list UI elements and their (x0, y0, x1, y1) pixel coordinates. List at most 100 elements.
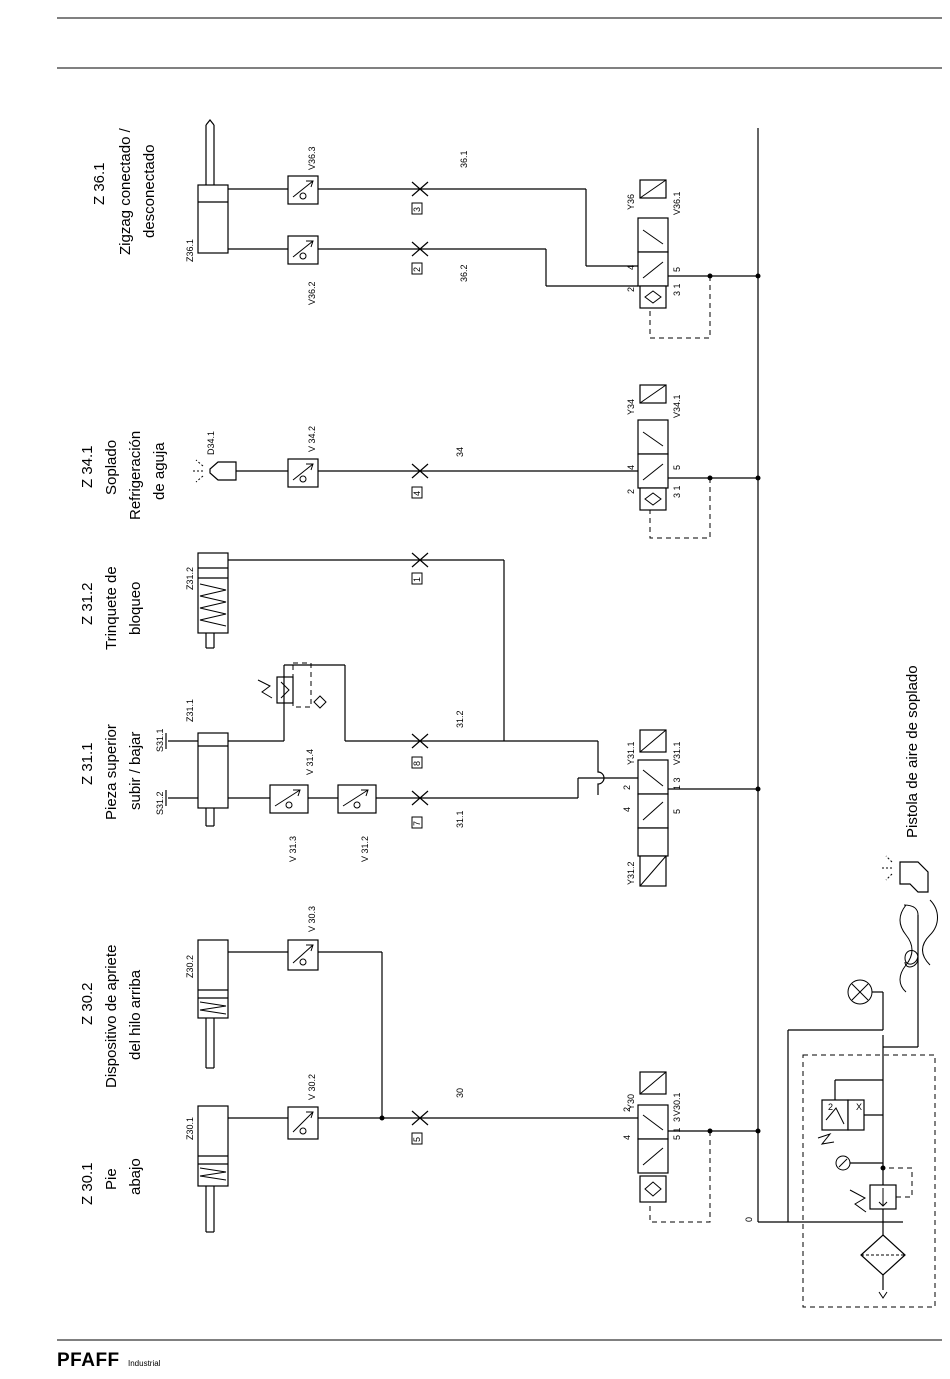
svg-text:31.2: 31.2 (455, 710, 465, 728)
svg-text:V 31.3: V 31.3 (288, 836, 298, 862)
pressure-valve-v314: V 31.4 (257, 662, 327, 775)
svg-text:Industrial: Industrial (128, 1359, 161, 1368)
svg-text:Pistola de aire de soplado: Pistola de aire de soplado (904, 665, 921, 838)
svg-text:Soplado: Soplado (103, 440, 120, 495)
svg-text:5: 5 (672, 809, 682, 814)
svg-text:4: 4 (412, 491, 422, 496)
svg-text:X: X (856, 1102, 862, 1112)
svg-text:Y30: Y30 (626, 1094, 636, 1110)
svg-text:30: 30 (455, 1088, 465, 1098)
solenoid-valve-v361: Y36 V36.1 4 2 5 3 1 (626, 179, 682, 309)
svg-text:Z 31.2: Z 31.2 (79, 582, 96, 625)
svg-text:3 1: 3 1 (672, 485, 682, 498)
coupling-311: 7 31.1 (411, 790, 465, 829)
title-z301: Z 30.1 Pie abajo (79, 1158, 144, 1205)
svg-text:V36.2: V36.2 (307, 281, 317, 305)
svg-text:2: 2 (626, 489, 636, 494)
svg-text:Y31.1: Y31.1 (626, 741, 636, 765)
svg-text:del hilo arriba: del hilo arriba (127, 969, 144, 1060)
svg-text:Z 31.1: Z 31.1 (79, 742, 96, 785)
flow-valve-v313: V 31.3 (269, 784, 309, 862)
coupling-361: 3 36.1 (411, 150, 469, 215)
svg-text:Pie: Pie (103, 1168, 120, 1190)
svg-text:3: 3 (672, 1117, 682, 1122)
svg-text:3 1: 3 1 (672, 283, 682, 296)
svg-text:Dispositivo de apriete: Dispositivo de apriete (103, 945, 120, 1088)
svg-text:1 3: 1 3 (672, 777, 682, 790)
flow-valve-v302: V 30.2 (287, 1074, 319, 1140)
title-z311: Z 31.1 Pieza superior subir / bajar (79, 724, 144, 820)
svg-text:0: 0 (744, 1217, 754, 1222)
flow-valve-v312: V 31.2 (337, 784, 377, 862)
svg-text:Y36: Y36 (626, 194, 636, 210)
cylinder-z302: Z30.2 (185, 939, 229, 1069)
nozzle-d341: D34.1 (193, 431, 237, 483)
title-z361: Z 36.1 Zigzag conectado / desconectado (91, 127, 158, 255)
cylinder-z301: Z30.1 (185, 1105, 229, 1233)
svg-text:1: 1 (412, 577, 422, 582)
title-z341: Z 34.1 Soplado Refrigeración de aguja (79, 431, 168, 520)
svg-text:Y34: Y34 (626, 399, 636, 415)
air-gun: Pistola de aire de soplado (882, 665, 938, 993)
svg-text:S31.1: S31.1 (155, 728, 165, 752)
svg-text:desconectado: desconectado (141, 145, 158, 238)
svg-text:V 31.4: V 31.4 (305, 749, 315, 775)
solenoid-valve-v341: Y34 V34.1 4 2 5 3 1 (626, 384, 682, 511)
svg-text:Z31.2: Z31.2 (185, 567, 195, 590)
coupling-30: 5 30 (411, 1088, 465, 1145)
svg-text:5: 5 (412, 1137, 422, 1142)
coupling-1: 1 (411, 552, 429, 585)
svg-text:Refrigeración: Refrigeración (127, 431, 144, 520)
svg-text:2: 2 (622, 785, 632, 790)
svg-text:2: 2 (828, 1102, 833, 1112)
svg-text:4: 4 (626, 265, 636, 270)
svg-text:V 30.3: V 30.3 (307, 906, 317, 932)
svg-text:3: 3 (412, 207, 422, 212)
svg-text:5: 5 (672, 267, 682, 272)
svg-text:2: 2 (412, 267, 422, 272)
svg-text:Zigzag conectado /: Zigzag conectado / (117, 127, 134, 255)
svg-text:Z 30.1: Z 30.1 (79, 1162, 96, 1205)
title-z312: Z 31.2 Trinquete de bloqueo (79, 566, 144, 650)
coupling-34: 4 34 (411, 447, 465, 499)
title-z302: Z 30.2 Dispositivo de apriete del hilo a… (79, 945, 144, 1088)
svg-text:4: 4 (622, 1135, 632, 1140)
svg-text:subir / bajar: subir / bajar (127, 732, 144, 810)
flow-valve-v363: V36.3 (287, 146, 319, 205)
svg-text:7: 7 (412, 821, 422, 826)
svg-text:PFAFF: PFAFF (57, 1350, 120, 1371)
svg-text:V36.1: V36.1 (672, 191, 682, 215)
svg-text:V 30.2: V 30.2 (307, 1074, 317, 1100)
svg-text:Trinquete de: Trinquete de (103, 566, 120, 650)
flow-valve-v362: V36.2 (287, 235, 319, 305)
svg-text:4: 4 (622, 807, 632, 812)
sensor-s312: S31.2 (155, 790, 198, 815)
cylinder-z312: Z31.2 (185, 552, 229, 649)
svg-text:Z 36.1: Z 36.1 (91, 162, 108, 205)
flow-valve-v303: V 30.3 (287, 906, 319, 971)
svg-text:5: 5 (672, 465, 682, 470)
svg-text:36.1: 36.1 (459, 150, 469, 168)
svg-text:2: 2 (626, 287, 636, 292)
svg-text:Z 30.2: Z 30.2 (79, 982, 96, 1025)
svg-text:4: 4 (626, 465, 636, 470)
solenoid-valve-v301: Y30 V30.1 2 4 5 1 3 (622, 1071, 682, 1203)
svg-text:Y31.2: Y31.2 (626, 861, 636, 885)
svg-text:V30.1: V30.1 (672, 1092, 682, 1116)
svg-text:Z 34.1: Z 34.1 (79, 445, 96, 488)
svg-text:S31.2: S31.2 (155, 791, 165, 815)
svg-text:2: 2 (622, 1107, 632, 1112)
svg-text:bloqueo: bloqueo (127, 582, 144, 635)
pfaff-logo: PFAFF Industrial (57, 1350, 161, 1371)
svg-text:34: 34 (455, 447, 465, 457)
piping (228, 128, 903, 1223)
svg-text:Pieza superior: Pieza superior (103, 724, 120, 820)
flow-valve-v342: V 34.2 (287, 426, 319, 488)
svg-text:Z36.1: Z36.1 (185, 239, 195, 262)
svg-text:36.2: 36.2 (459, 264, 469, 282)
coupling-312: 8 31.2 (411, 710, 465, 769)
svg-text:V36.3: V36.3 (307, 146, 317, 170)
svg-text:V34.1: V34.1 (672, 394, 682, 418)
coupling-362: 2 36.2 (411, 241, 469, 282)
